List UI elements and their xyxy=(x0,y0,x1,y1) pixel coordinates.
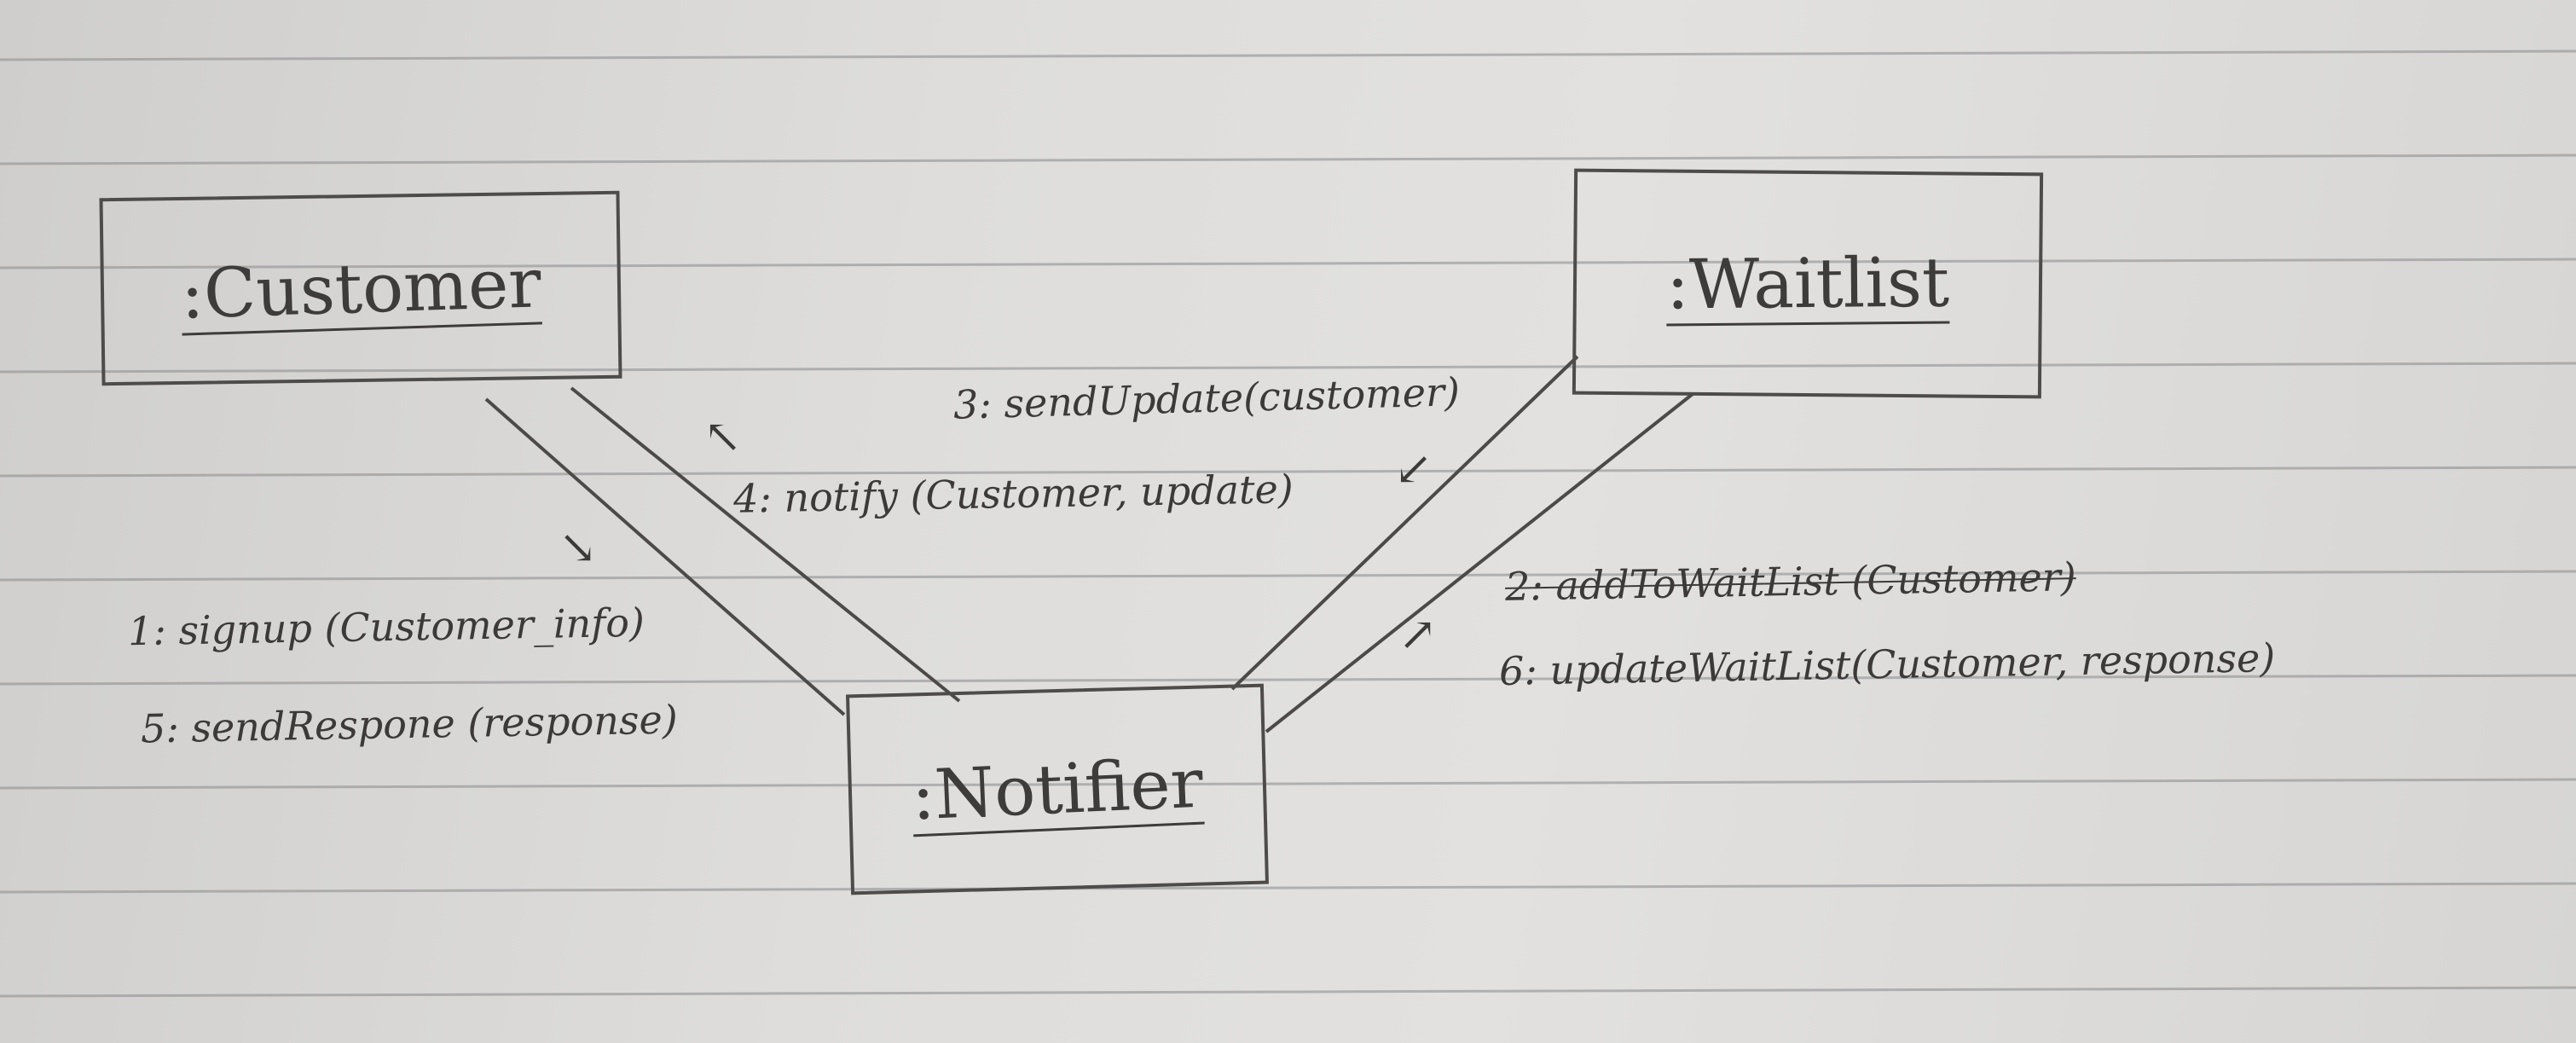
ruled-line xyxy=(0,882,2576,894)
ruled-line xyxy=(0,778,2576,790)
notifier-object-label: :Notifier xyxy=(910,743,1205,836)
link-customer-notifier-b xyxy=(570,386,961,703)
link-waitlist-notifier-b xyxy=(1265,392,1694,733)
link-customer-notifier-a xyxy=(484,397,846,716)
ruled-line xyxy=(0,986,2576,998)
ruled-line xyxy=(0,674,2576,686)
message-1: 1: signup (Customer_info) xyxy=(127,599,645,655)
ruled-line xyxy=(0,570,2576,582)
message-4: 4: notify (Customer, update) xyxy=(732,466,1294,522)
arrow-up-left-icon: ↖ xyxy=(703,409,743,463)
ruled-line xyxy=(0,49,2576,61)
arrow-up-right-icon: ↗ xyxy=(1398,607,1438,661)
message-5: 5: sendRespone (response) xyxy=(140,696,679,752)
ruled-line xyxy=(0,154,2576,165)
waitlist-object: :Waitlist xyxy=(1572,168,2044,399)
arrow-down-left-icon: ↙ xyxy=(1394,442,1433,495)
waitlist-object-label: :Waitlist xyxy=(1665,242,1950,325)
customer-object: :Customer xyxy=(99,190,622,386)
ruled-line xyxy=(0,362,2576,374)
customer-object-label: :Customer xyxy=(179,242,542,334)
arrow-down-right-icon: ↘ xyxy=(559,520,598,574)
notifier-object: :Notifier xyxy=(846,683,1269,895)
ruled-line xyxy=(0,466,2576,478)
ruled-line xyxy=(0,258,2576,269)
link-waitlist-notifier-a xyxy=(1230,355,1579,691)
